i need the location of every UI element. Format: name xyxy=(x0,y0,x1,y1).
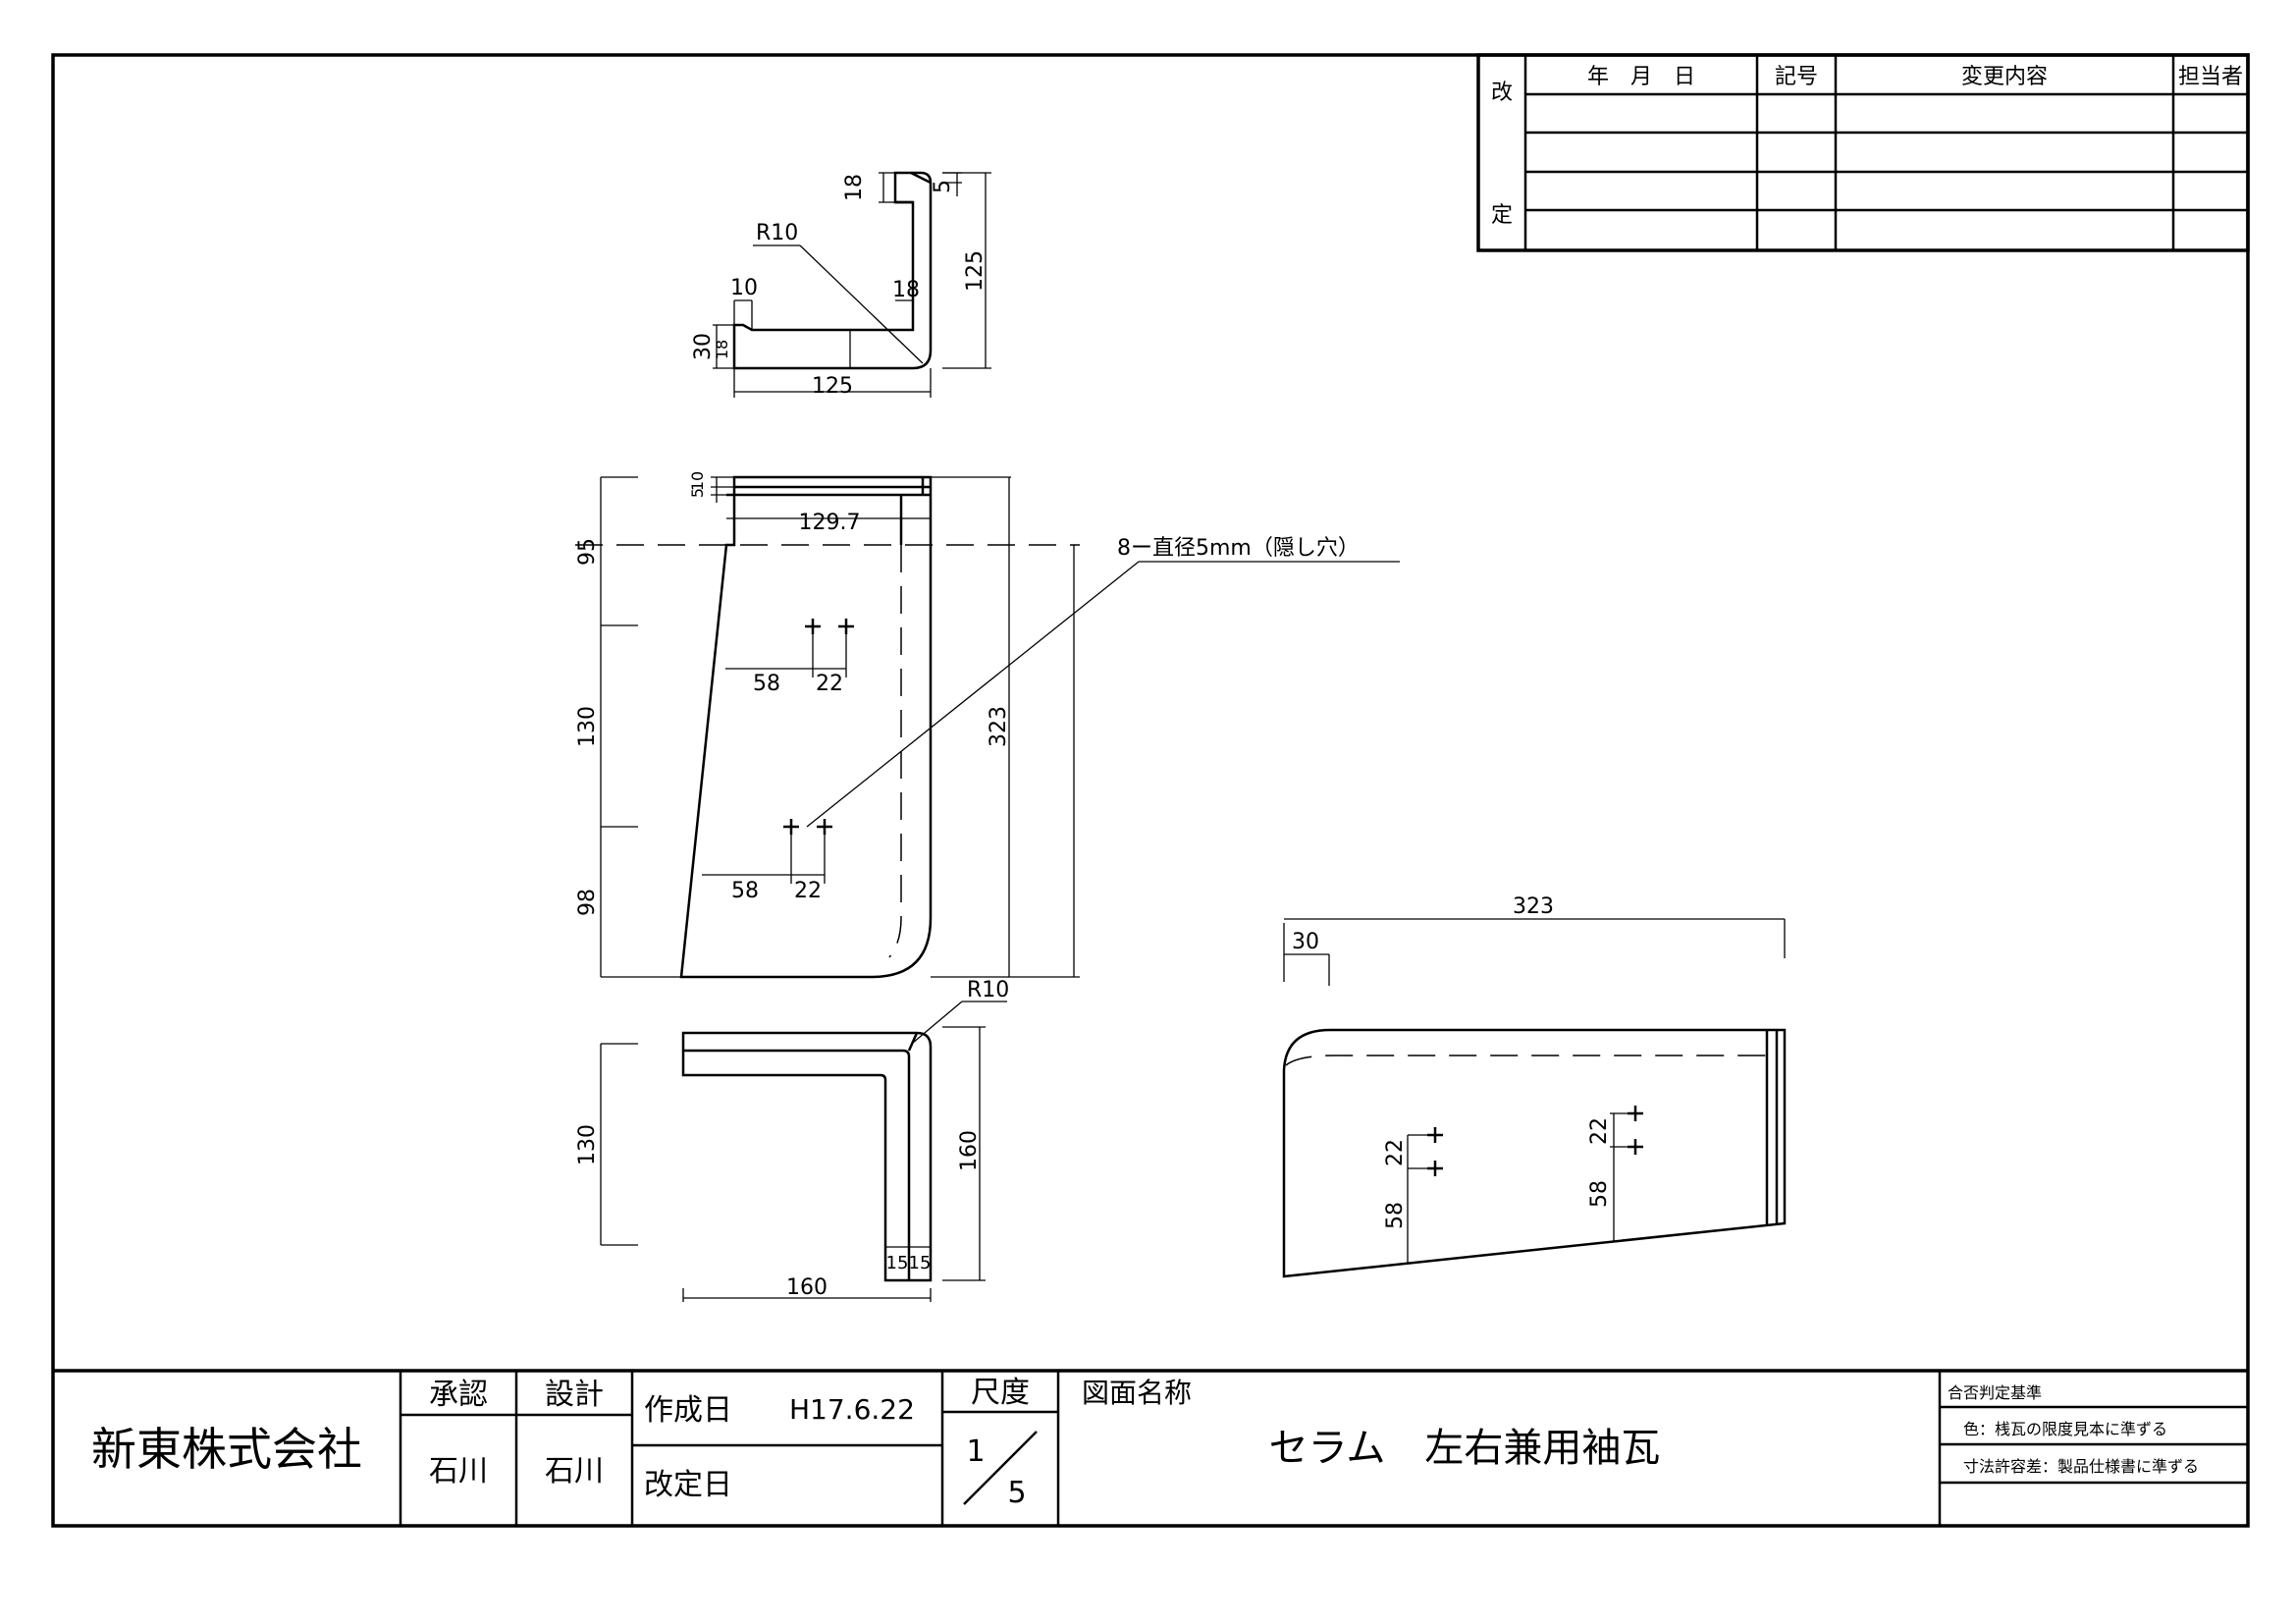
front-view: 58 22 58 22 129.7 5 10 95 130 98 323 xyxy=(575,471,1400,979)
plan-view-outline xyxy=(681,1031,933,1282)
revision-label-top: 改 xyxy=(1491,81,1513,105)
front-view-dim-323: 323 xyxy=(987,706,1011,747)
front-view-holes xyxy=(783,619,854,835)
revision-header-content: 変更内容 xyxy=(1961,65,2048,89)
front-view-dim-129-7: 129.7 xyxy=(799,511,861,535)
top-view-dim-18c: 18 xyxy=(713,340,731,359)
drawing-name-label: 図面名称 xyxy=(1082,1377,1192,1409)
plan-view-dim-160v: 160 xyxy=(957,1130,982,1171)
side-view-dim-58b: 58 xyxy=(1587,1180,1612,1208)
top-view-dim-18b: 18 xyxy=(892,278,920,302)
top-view-dim-5: 5 xyxy=(931,180,955,193)
plan-view: R10 130 160 15 15 160 xyxy=(575,978,1009,1302)
title-block: 新東株式会社 承認 設計 石川 石川 作成日 H17.6.22 改定日 尺度 1… xyxy=(53,1369,2248,1526)
created-date: H17.6.22 xyxy=(789,1393,915,1426)
revised-label: 改定日 xyxy=(644,1468,732,1502)
front-view-dim-130: 130 xyxy=(575,706,600,747)
front-view-dim-22b: 22 xyxy=(794,879,822,903)
top-view-dim-10: 10 xyxy=(730,276,758,300)
revision-header-person: 担当者 xyxy=(2178,65,2243,89)
top-view-dim-30: 30 xyxy=(691,333,716,360)
side-view-dim-22b: 22 xyxy=(1587,1117,1612,1145)
approver-name: 石川 xyxy=(429,1454,488,1489)
revision-header-symbol: 記号 xyxy=(1775,65,1818,89)
hole-note-leader xyxy=(806,561,1140,828)
scale-denominator: 5 xyxy=(1007,1476,1026,1510)
plan-view-dim-130: 130 xyxy=(575,1124,600,1165)
created-label: 作成日 xyxy=(644,1393,732,1428)
company-name: 新東株式会社 xyxy=(91,1423,362,1476)
criteria-title: 合否判定基準 xyxy=(1948,1383,2042,1402)
design-label: 設計 xyxy=(545,1378,604,1412)
drawing-name: セラム 左右兼用袖瓦 xyxy=(1269,1426,1661,1471)
criteria-tolerance: 寸法許容差：製品仕様書に準ずる xyxy=(1963,1457,2199,1476)
top-view-dim-125v: 125 xyxy=(963,250,988,292)
front-view-dim-58b: 58 xyxy=(731,879,759,903)
front-view-dim-22a: 22 xyxy=(816,672,843,696)
revision-label-bottom: 定 xyxy=(1491,203,1513,228)
side-view: 323 30 22 58 22 58 xyxy=(1282,894,1787,1278)
approve-label: 承認 xyxy=(429,1378,488,1412)
top-view-dim-125h: 125 xyxy=(812,374,853,399)
hole-note: 8ー直径5mm（隠し穴） xyxy=(1117,536,1360,561)
criteria-color: 色：桟瓦の限度見本に準ずる xyxy=(1963,1420,2167,1438)
front-view-outline xyxy=(679,475,933,979)
front-view-dim-5: 5 xyxy=(688,488,707,498)
plan-view-r10-leader xyxy=(912,1001,963,1044)
top-view-r10: R10 xyxy=(756,221,798,245)
designer-name: 石川 xyxy=(545,1454,604,1489)
front-view-dim-95: 95 xyxy=(575,538,600,566)
front-view-dim-98: 98 xyxy=(575,889,600,916)
side-view-dim-323: 323 xyxy=(1513,894,1554,919)
plan-view-r10: R10 xyxy=(967,978,1009,1002)
plan-view-dim-15a: 15 xyxy=(886,1253,909,1273)
top-view: R10 18 5 125 18 10 30 18 125 xyxy=(691,171,991,399)
side-view-dim-30: 30 xyxy=(1292,930,1319,954)
scale-numerator: 1 xyxy=(966,1435,985,1469)
side-view-dim-22a: 22 xyxy=(1383,1139,1408,1166)
scale-slash xyxy=(963,1431,1038,1505)
plan-view-dim-15b: 15 xyxy=(909,1253,932,1273)
revision-header-date: 年 月 日 xyxy=(1587,65,1695,89)
front-view-dim-58a: 58 xyxy=(753,672,780,696)
scale-label: 尺度 xyxy=(971,1376,1030,1410)
revision-table: 改 定 年 月 日 記号 変更内容 担当者 xyxy=(1476,53,2250,252)
side-view-dim-58a: 58 xyxy=(1383,1202,1408,1229)
front-view-dim-10: 10 xyxy=(688,471,707,491)
top-view-dim-18a: 18 xyxy=(842,174,867,201)
drawing-frame xyxy=(51,53,2250,1528)
side-view-outline xyxy=(1282,1028,1787,1278)
plan-view-dim-160h: 160 xyxy=(786,1275,828,1300)
